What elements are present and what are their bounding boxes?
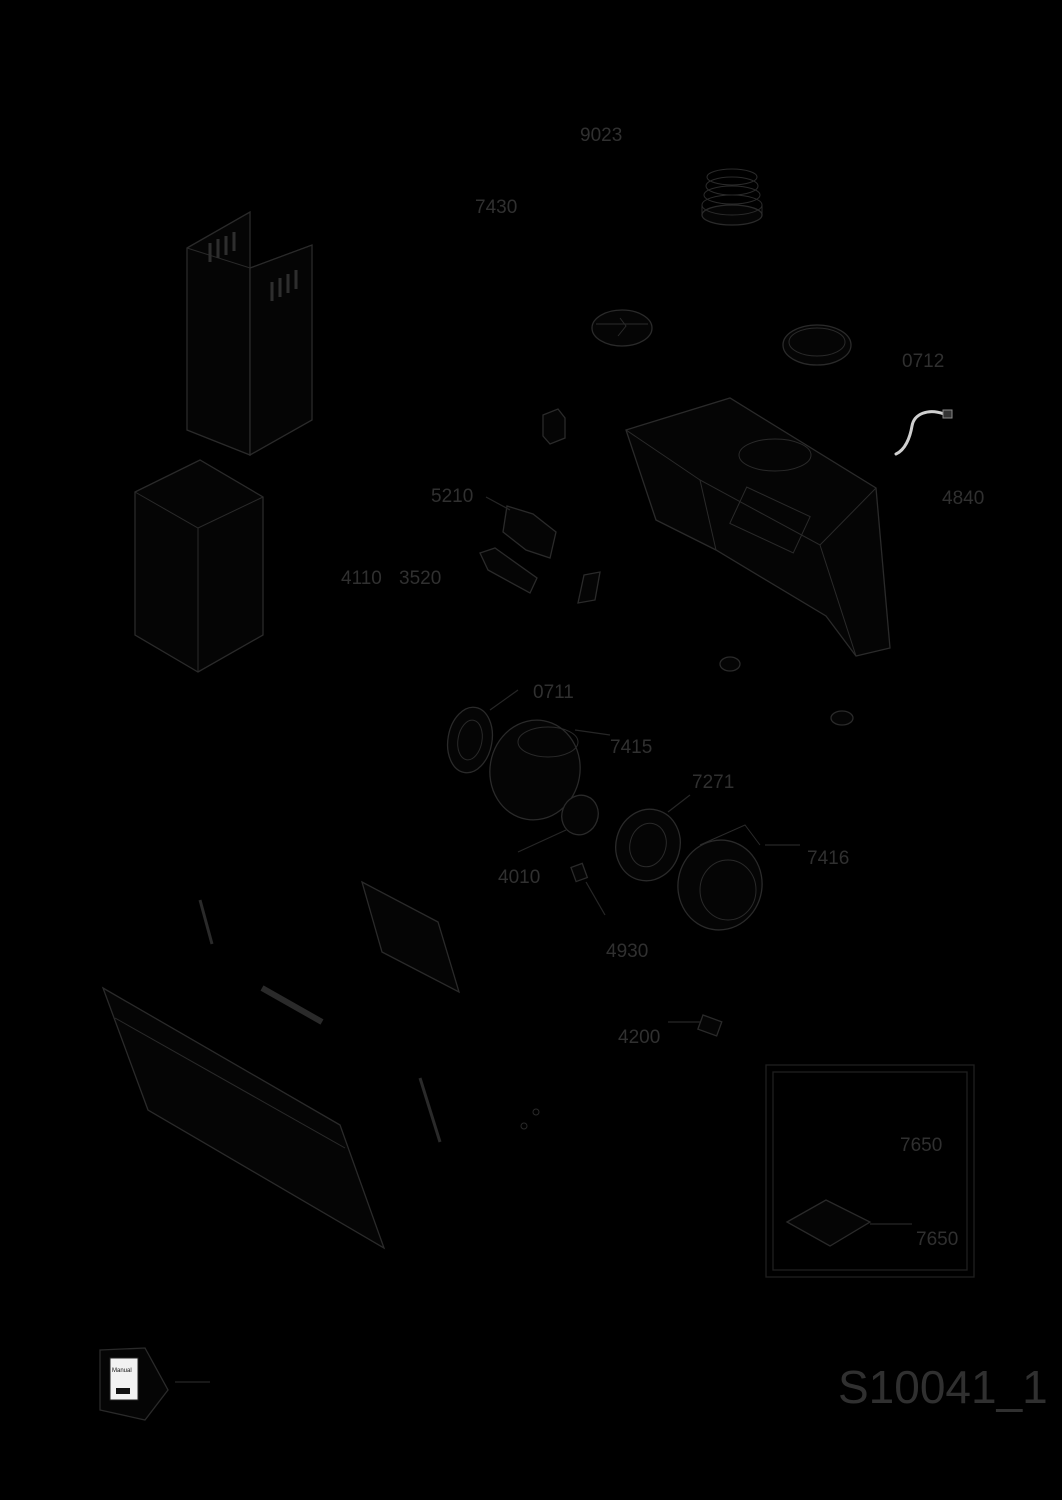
hood-body [625, 397, 891, 657]
label-7415: 7415 [610, 737, 653, 758]
panel-part-3520 [577, 571, 601, 604]
diagram-id: S10041_1 [838, 1361, 1048, 1413]
flap-disc-7430 [591, 309, 653, 347]
label-5210: 5210 [431, 486, 474, 507]
label-7416: 7416 [807, 848, 850, 869]
control-board-5210 [485, 496, 557, 559]
front-glass-panel [101, 986, 386, 1250]
lamp-right [830, 710, 854, 726]
chimney-upper [186, 210, 313, 457]
fan-wheel-7271 [615, 794, 691, 882]
part-4200 [668, 1014, 723, 1037]
capacitor-4930 [570, 862, 606, 916]
accessory-box-7650 [765, 1064, 975, 1278]
screws [520, 1108, 540, 1130]
grease-filter [360, 880, 461, 994]
label-4930: 4930 [606, 941, 649, 962]
gas-spring-right [418, 1077, 442, 1143]
label-7650-top: 7650 [900, 1135, 943, 1156]
label-7430: 7430 [475, 197, 518, 218]
switch-part-4110 [479, 547, 538, 594]
lamp-left [719, 656, 741, 672]
manual-text: Manual [112, 1368, 132, 1374]
label-0711: 0711 [533, 682, 574, 703]
small-bracket [542, 408, 566, 445]
blower-housing-7416 [677, 824, 800, 931]
label-4110: 4110 [341, 568, 382, 589]
chimney-lower [134, 459, 264, 673]
carbon-filter-0712 [782, 324, 852, 366]
motor-4010 [517, 794, 599, 853]
manual-bag [99, 1347, 210, 1421]
handle-bar [260, 985, 324, 1025]
motor-housing-7415 [489, 719, 611, 821]
power-cable-4840 [894, 409, 953, 456]
fan-cover-0711 [446, 689, 519, 774]
label-9023: 9023 [580, 125, 623, 146]
label-4010: 4010 [498, 867, 541, 888]
label-7650-bottom: 7650 [916, 1229, 959, 1250]
label-7271: 7271 [692, 772, 735, 793]
duct-connector-9023 [701, 168, 763, 226]
label-0712: 0712 [902, 351, 945, 372]
label-4840: 4840 [942, 488, 985, 509]
gas-spring-left [198, 899, 214, 945]
label-3520: 3520 [399, 568, 442, 589]
label-4200: 4200 [618, 1027, 661, 1048]
